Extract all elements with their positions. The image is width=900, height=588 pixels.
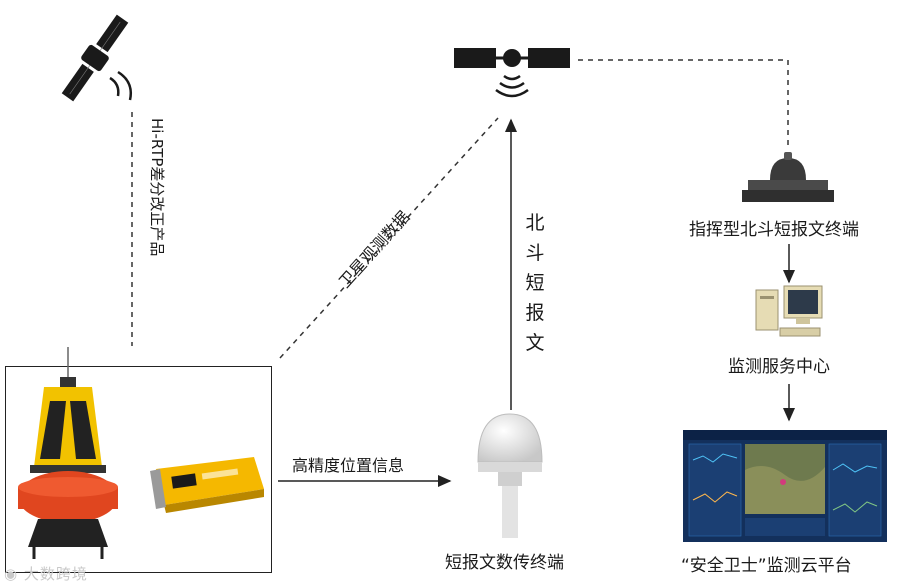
command-terminal-label: 指挥型北斗短报文终端 bbox=[689, 215, 859, 240]
computer-icon bbox=[752, 284, 828, 340]
monitor-center-label: 监测服务中心 bbox=[728, 352, 830, 377]
command-terminal-icon bbox=[740, 150, 836, 206]
receiver-device-icon bbox=[146, 449, 268, 515]
downlink-dashed bbox=[578, 60, 788, 148]
short-msg-terminal-label: 短报文数传终端 bbox=[445, 548, 564, 573]
high-precision-label: 高精度位置信息 bbox=[292, 452, 404, 476]
beidou-msg-label: 北 斗 短 报 文 bbox=[523, 208, 547, 358]
watermark-logo: ◉ 大数跨境 bbox=[4, 563, 88, 584]
logo-icon: ◉ bbox=[4, 565, 24, 583]
cloud-platform-label: “安全卫士”监测云平台 bbox=[681, 551, 852, 576]
satellite-left-icon bbox=[40, 4, 150, 112]
buoy-icon bbox=[10, 347, 122, 569]
short-msg-terminal-icon bbox=[474, 410, 546, 538]
cloud-platform-screen bbox=[683, 430, 887, 542]
hi-rtp-label: Hi-RTP差分改正产品 bbox=[147, 118, 168, 256]
satellite-top-icon bbox=[452, 40, 572, 110]
device-box bbox=[5, 366, 272, 573]
